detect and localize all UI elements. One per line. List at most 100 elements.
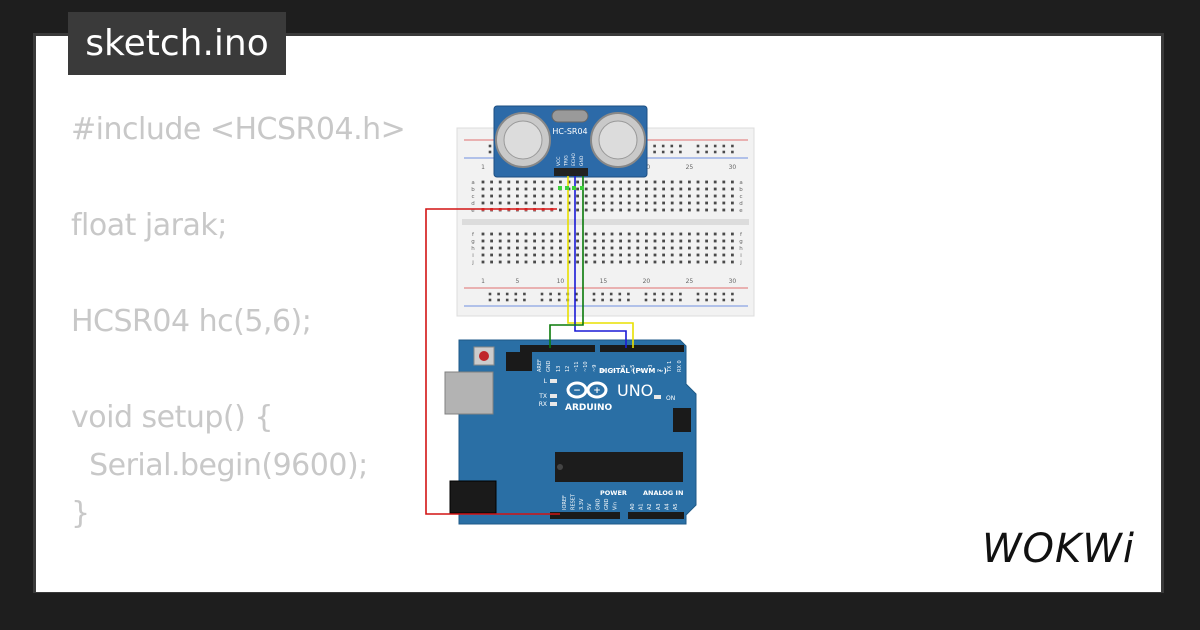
- breadboard-hole: [498, 201, 502, 205]
- digital-pin-label: 2: [657, 369, 663, 372]
- column-number-label: 5: [515, 278, 519, 285]
- rail-hole: [488, 298, 492, 302]
- breadboard-hole: [731, 253, 734, 257]
- breadboard-hole: [619, 180, 622, 184]
- pin-highlight-trig: [565, 186, 569, 190]
- status-led: [550, 379, 557, 383]
- on-led: [654, 395, 661, 399]
- breadboard-hole: [636, 246, 640, 250]
- rail-hole: [722, 298, 726, 302]
- row-letter-label: j: [471, 260, 474, 266]
- rail-hole: [713, 292, 717, 296]
- breadboard-hole: [516, 246, 519, 250]
- breadboard-hole: [619, 194, 622, 198]
- code-line: void setup() {: [71, 400, 273, 435]
- breadboard-hole: [602, 180, 605, 184]
- arduino-logo-icon: − +: [566, 381, 608, 399]
- breadboard-hole: [559, 253, 562, 257]
- rail-hole: [627, 292, 630, 296]
- rail-hole: [731, 150, 734, 154]
- status-led: [550, 402, 557, 406]
- breadboard-hole: [731, 180, 734, 184]
- breadboard-hole: [688, 260, 691, 264]
- breadboard-hole: [645, 232, 648, 236]
- row-letter-label: i: [472, 253, 474, 259]
- breadboard-hole: [498, 260, 502, 264]
- breadboard-hole: [619, 239, 622, 243]
- breadboard-hole: [593, 246, 597, 250]
- file-tab[interactable]: sketch.ino: [68, 12, 286, 75]
- digital-pin-label: 8: [601, 369, 607, 372]
- code-line: HCSR04 hc(5,6);: [71, 304, 312, 339]
- breadboard-hole: [662, 246, 665, 250]
- rail-hole: [713, 298, 717, 302]
- row-letter-label: f: [472, 232, 475, 238]
- breadboard-hole: [679, 187, 683, 191]
- breadboard-hole: [653, 194, 657, 198]
- breadboard-hole: [645, 239, 648, 243]
- digital-pin-label: ~6: [621, 365, 627, 372]
- rail-hole: [653, 292, 656, 296]
- rail-hole: [661, 144, 665, 148]
- rail-hole: [670, 144, 674, 148]
- analog-pin-label: A5: [673, 503, 679, 510]
- digital-pin-label: ~11: [574, 361, 580, 372]
- breadboard-hole: [713, 201, 717, 205]
- breadboard-hole: [670, 260, 674, 264]
- breadboard-hole: [636, 232, 640, 236]
- breadboard-hole: [645, 194, 648, 198]
- breadboard-hole: [516, 187, 519, 191]
- breadboard-hole: [696, 239, 700, 243]
- breadboard-hole: [602, 208, 605, 212]
- breadboard-hole: [696, 180, 700, 184]
- power-header: [550, 512, 620, 519]
- breadboard-hole: [653, 239, 657, 243]
- breadboard-hole: [619, 253, 622, 257]
- breadboard-hole: [567, 180, 571, 184]
- digital-pin-label: AREF: [537, 359, 543, 372]
- rail-hole: [601, 292, 604, 296]
- breadboard-hole: [516, 239, 519, 243]
- breadboard-hole: [705, 208, 708, 212]
- breadboard-hole: [507, 232, 511, 236]
- breadboard-hole: [722, 208, 726, 212]
- on-led-label: ON: [666, 395, 675, 402]
- wokwi-logo-text: WOKWi: [982, 526, 1135, 572]
- breadboard-hole: [498, 253, 502, 257]
- breadboard-hole: [610, 260, 614, 264]
- breadboard-hole: [584, 232, 588, 236]
- breadboard-hole: [696, 201, 700, 205]
- power-pin-label: 3.3V: [579, 498, 585, 510]
- row-letter-label: e: [739, 208, 743, 214]
- breadboard-hole: [670, 253, 674, 257]
- rail-hole: [679, 150, 682, 154]
- rail-hole: [523, 292, 526, 296]
- breadboard-hole: [636, 201, 640, 205]
- breadboard-hole: [541, 239, 545, 243]
- breadboard-hole: [593, 201, 597, 205]
- green-wire: [549, 176, 584, 348]
- breadboard-hole: [713, 260, 717, 264]
- digital-pin-label: GND: [546, 360, 552, 372]
- reset-button[interactable]: [479, 351, 489, 361]
- breadboard-hole: [559, 246, 562, 250]
- breadboard-hole: [550, 187, 554, 191]
- rail-hole: [488, 150, 492, 154]
- breadboard-hole: [679, 260, 683, 264]
- breadboard-hole: [705, 187, 708, 191]
- breadboard-hole: [731, 208, 734, 212]
- breadboard-hole: [533, 201, 536, 205]
- breadboard-hole: [713, 232, 717, 236]
- breadboard-hole: [636, 187, 640, 191]
- breadboard-hole: [533, 180, 536, 184]
- breadboard-hole: [679, 232, 683, 236]
- row-letter-label: b: [739, 187, 743, 193]
- row-letter-label: j: [739, 260, 742, 266]
- breadboard-hole: [524, 260, 528, 264]
- breadboard-hole: [593, 208, 597, 212]
- breadboard-hole: [610, 208, 614, 212]
- rail-hole: [670, 150, 674, 154]
- breadboard-hole: [627, 208, 631, 212]
